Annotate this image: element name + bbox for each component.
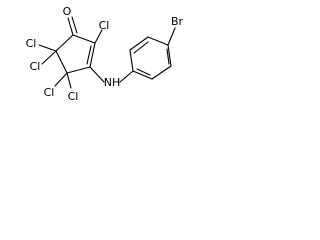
bond-c2-c3 xyxy=(89,42,96,68)
bond-c4-cl-b xyxy=(66,72,72,89)
bond-c5-cl-b xyxy=(41,50,57,65)
bond-c4-cl-a xyxy=(54,72,68,87)
bond-c1-o xyxy=(67,17,74,36)
bond-c4-c5 xyxy=(55,50,68,74)
bond-ar-1-2 xyxy=(129,49,134,72)
bond-ar-inner-b xyxy=(166,48,170,65)
atom-chlorine-c5-lower: Cl xyxy=(30,60,41,73)
bond-n-ar xyxy=(119,70,134,83)
bond-c5-c1 xyxy=(55,34,74,52)
molecule-canvas: O Cl Cl Cl Cl Cl NH Br xyxy=(26,5,184,103)
bond-ar-inner-c xyxy=(136,68,151,76)
atom-chlorine-c4-left: Cl xyxy=(44,86,55,99)
bonds xyxy=(38,16,176,89)
structure-diagram: O Cl Cl Cl Cl Cl NH Br xyxy=(0,0,217,121)
atom-chlorine-c2: Cl xyxy=(99,19,110,32)
atom-bromine: Br xyxy=(171,15,184,28)
bond-c2-cl xyxy=(94,29,103,44)
atom-chlorine-c5-upper: Cl xyxy=(26,37,37,50)
bond-c5-cl-a xyxy=(38,44,57,52)
bond-ar-br xyxy=(167,27,176,46)
atom-labels: O Cl Cl Cl Cl Cl NH Br xyxy=(26,5,184,103)
atom-amine: NH xyxy=(104,76,121,89)
bond-ar-2-3 xyxy=(129,36,149,51)
bond-c1-o-double xyxy=(71,16,78,34)
bond-c3-c4 xyxy=(66,66,91,74)
atom-oxygen: O xyxy=(63,5,72,18)
bond-ar-3-4 xyxy=(147,36,169,46)
bond-ar-inner-a xyxy=(133,41,149,54)
atom-chlorine-c4-right: Cl xyxy=(68,90,79,103)
bond-c2-c3-double xyxy=(86,45,92,65)
bond-ar-4-5 xyxy=(167,44,172,67)
bond-c1-c2 xyxy=(72,34,96,44)
bond-ar-5-6 xyxy=(151,65,172,80)
bond-c3-n xyxy=(89,66,105,83)
bond-ar-6-1 xyxy=(132,70,153,80)
